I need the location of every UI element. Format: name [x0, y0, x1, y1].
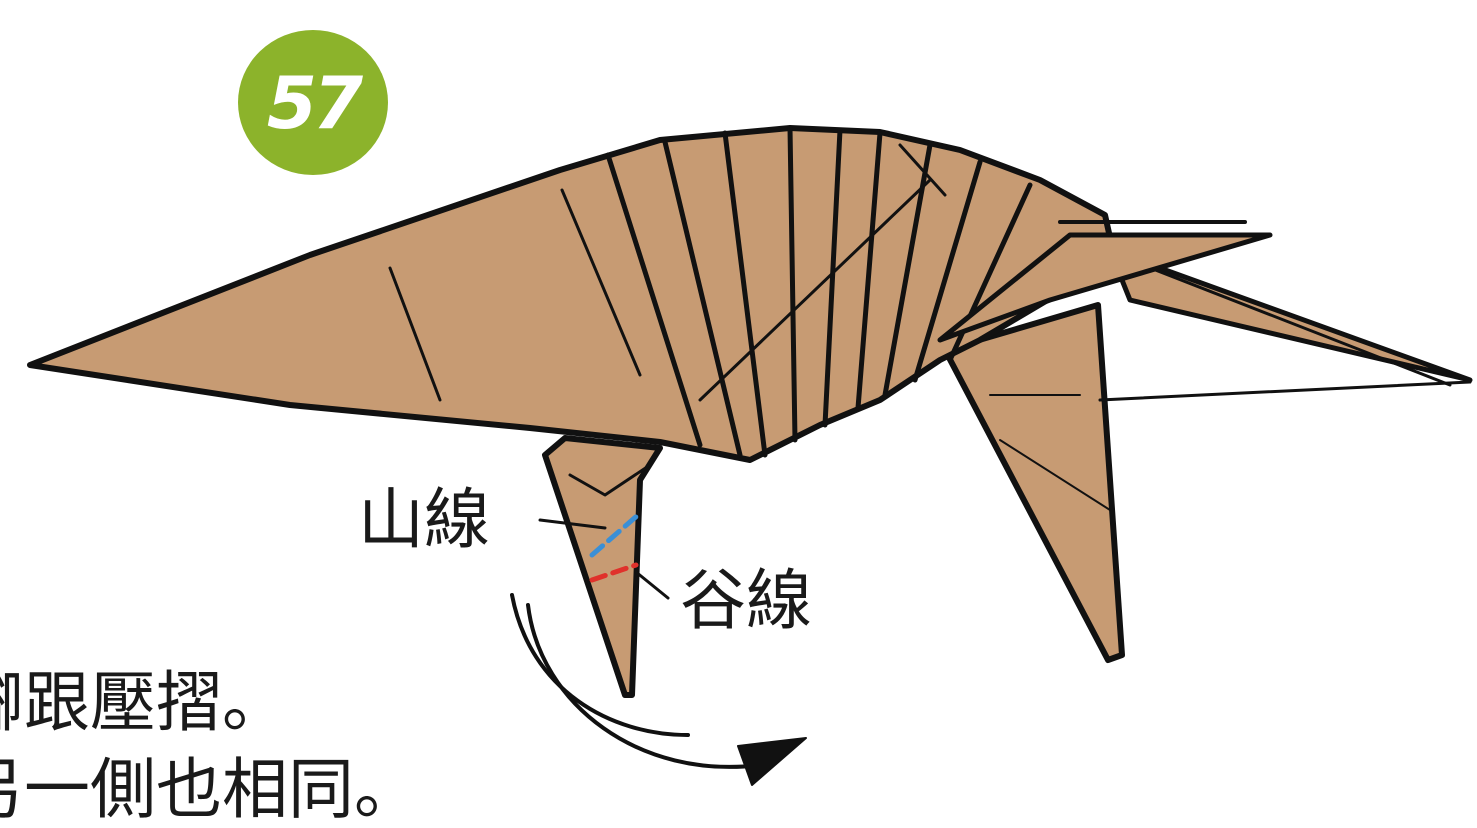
- mountain-fold-line: [589, 512, 641, 558]
- valley-fold-label: 谷線: [680, 562, 812, 639]
- tail: [1107, 247, 1473, 383]
- diagram-canvas: 57 山線 谷線 腳跟壓摺。 另一側也相同。: [0, 30, 1473, 823]
- step-number: 57: [266, 60, 363, 145]
- valley-fold-line: [589, 562, 639, 583]
- head: [937, 232, 1273, 343]
- body: [27, 125, 1118, 463]
- origami-armadillo-illustration: [27, 125, 1473, 786]
- armor-bands: [605, 125, 1033, 458]
- instruction-line-2: 另一側也相同。: [0, 751, 420, 828]
- mountain-fold-label: 山線: [358, 481, 490, 558]
- fold-arrow-icon: [510, 593, 690, 737]
- instruction-line-1: 腳跟壓摺。: [0, 664, 288, 741]
- rear-leg: [942, 302, 1125, 663]
- front-leg: [542, 435, 663, 698]
- step-badge: 57: [238, 30, 388, 175]
